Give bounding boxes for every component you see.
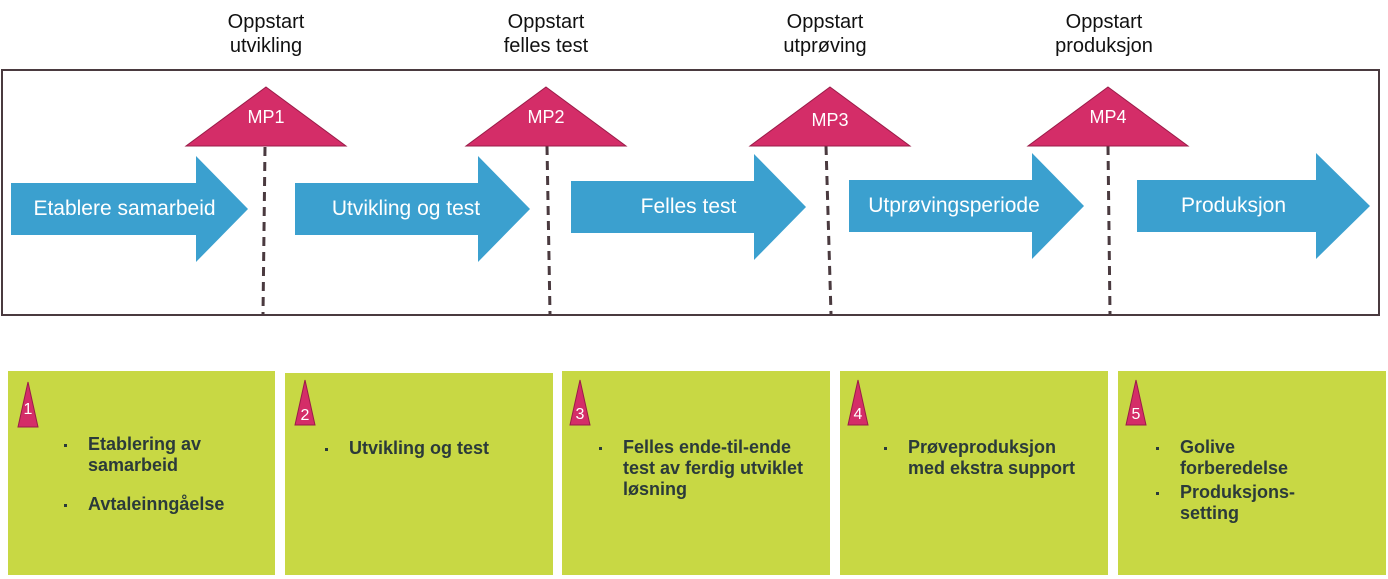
milestone-label-mp2: Oppstart felles test (503, 11, 589, 57)
phase-arrow-label-4: Utprøvingsperiode (868, 194, 1040, 217)
milestone-label-mp3: Oppstart utprøving (783, 11, 867, 57)
milestone-label-mp4: Oppstart produksjon (1055, 11, 1153, 57)
phase-arrow-4 (849, 153, 1084, 259)
milestone-label-mp1: Oppstart utvikling (227, 11, 305, 57)
phase-arrow-2 (295, 156, 530, 262)
phase-item-list-2: Utvikling og test (321, 438, 541, 459)
milestone-id-mp3: MP3 (811, 110, 849, 130)
phase-card-3: 3 Felles ende-til-ende test av ferdig ut… (562, 371, 830, 575)
phase-arrow-label-2: Utvikling og test (331, 197, 481, 220)
milestone-divider-mp2 (545, 145, 552, 315)
phase-number-1: 1 (23, 401, 33, 418)
phase-arrow-label-3: Felles test (640, 195, 737, 218)
phase-item-list-5: Golive forberedelse Produksjons-setting (1152, 437, 1332, 524)
phase-card-1: 1 Etablering av samarbeid Avtaleinngåels… (8, 371, 275, 575)
phase-marker-triangle-4 (847, 379, 869, 426)
milestone-triangle-mp4 (1026, 86, 1190, 147)
phase-marker-triangle-2 (294, 379, 316, 426)
timeline-frame (1, 69, 1380, 316)
phase-item-list-4: Prøveproduksjon med ekstra support (880, 437, 1090, 479)
phase-card-2: 2 Utvikling og test (285, 373, 553, 575)
phase-arrow-5 (1137, 153, 1370, 259)
milestone-id-mp4: MP4 (1089, 107, 1127, 127)
phase-number-2: 2 (300, 407, 310, 424)
milestone-id-mp2: MP2 (527, 107, 565, 127)
phase-item: Avtaleinngåelse (60, 494, 260, 515)
phase-number-3: 3 (575, 406, 585, 423)
milestone-id-mp1: MP1 (247, 107, 285, 127)
phase-item: Produksjons-setting (1152, 482, 1332, 524)
phase-item: Felles ende-til-ende test av ferdig utvi… (595, 437, 815, 500)
phase-item-list-1: Etablering av samarbeid Avtaleinngåelse (60, 434, 260, 515)
phase-card-4: 4 Prøveproduksjon med ekstra support (840, 371, 1108, 575)
phase-number-4: 4 (853, 406, 863, 423)
phase-item: Etablering av samarbeid (60, 434, 260, 476)
milestone-triangle-mp1 (184, 86, 348, 147)
milestone-triangle-mp2 (464, 86, 628, 147)
phase-arrow-label-5: Produksjon (1180, 194, 1287, 217)
phase-item: Golive forberedelse (1152, 437, 1332, 479)
milestone-divider-mp1 (261, 146, 267, 315)
phase-item: Utvikling og test (321, 438, 541, 459)
phase-item: Prøveproduksjon med ekstra support (880, 437, 1090, 479)
phase-card-5: 5 Golive forberedelse Produksjons-settin… (1118, 371, 1386, 575)
milestone-divider-mp4 (1106, 145, 1112, 315)
phase-marker-triangle-5 (1125, 379, 1147, 426)
phase-item-list-3: Felles ende-til-ende test av ferdig utvi… (595, 437, 815, 500)
milestone-triangle-mp3 (748, 86, 912, 147)
milestone-divider-mp3 (824, 145, 833, 315)
phase-marker-triangle-1 (17, 381, 39, 428)
phase-arrow-label-1: Etablere samarbeid (33, 197, 216, 220)
phase-arrow-1 (11, 156, 248, 262)
phase-marker-triangle-3 (569, 379, 591, 426)
phase-arrow-3 (571, 154, 806, 260)
phase-number-5: 5 (1131, 406, 1141, 423)
